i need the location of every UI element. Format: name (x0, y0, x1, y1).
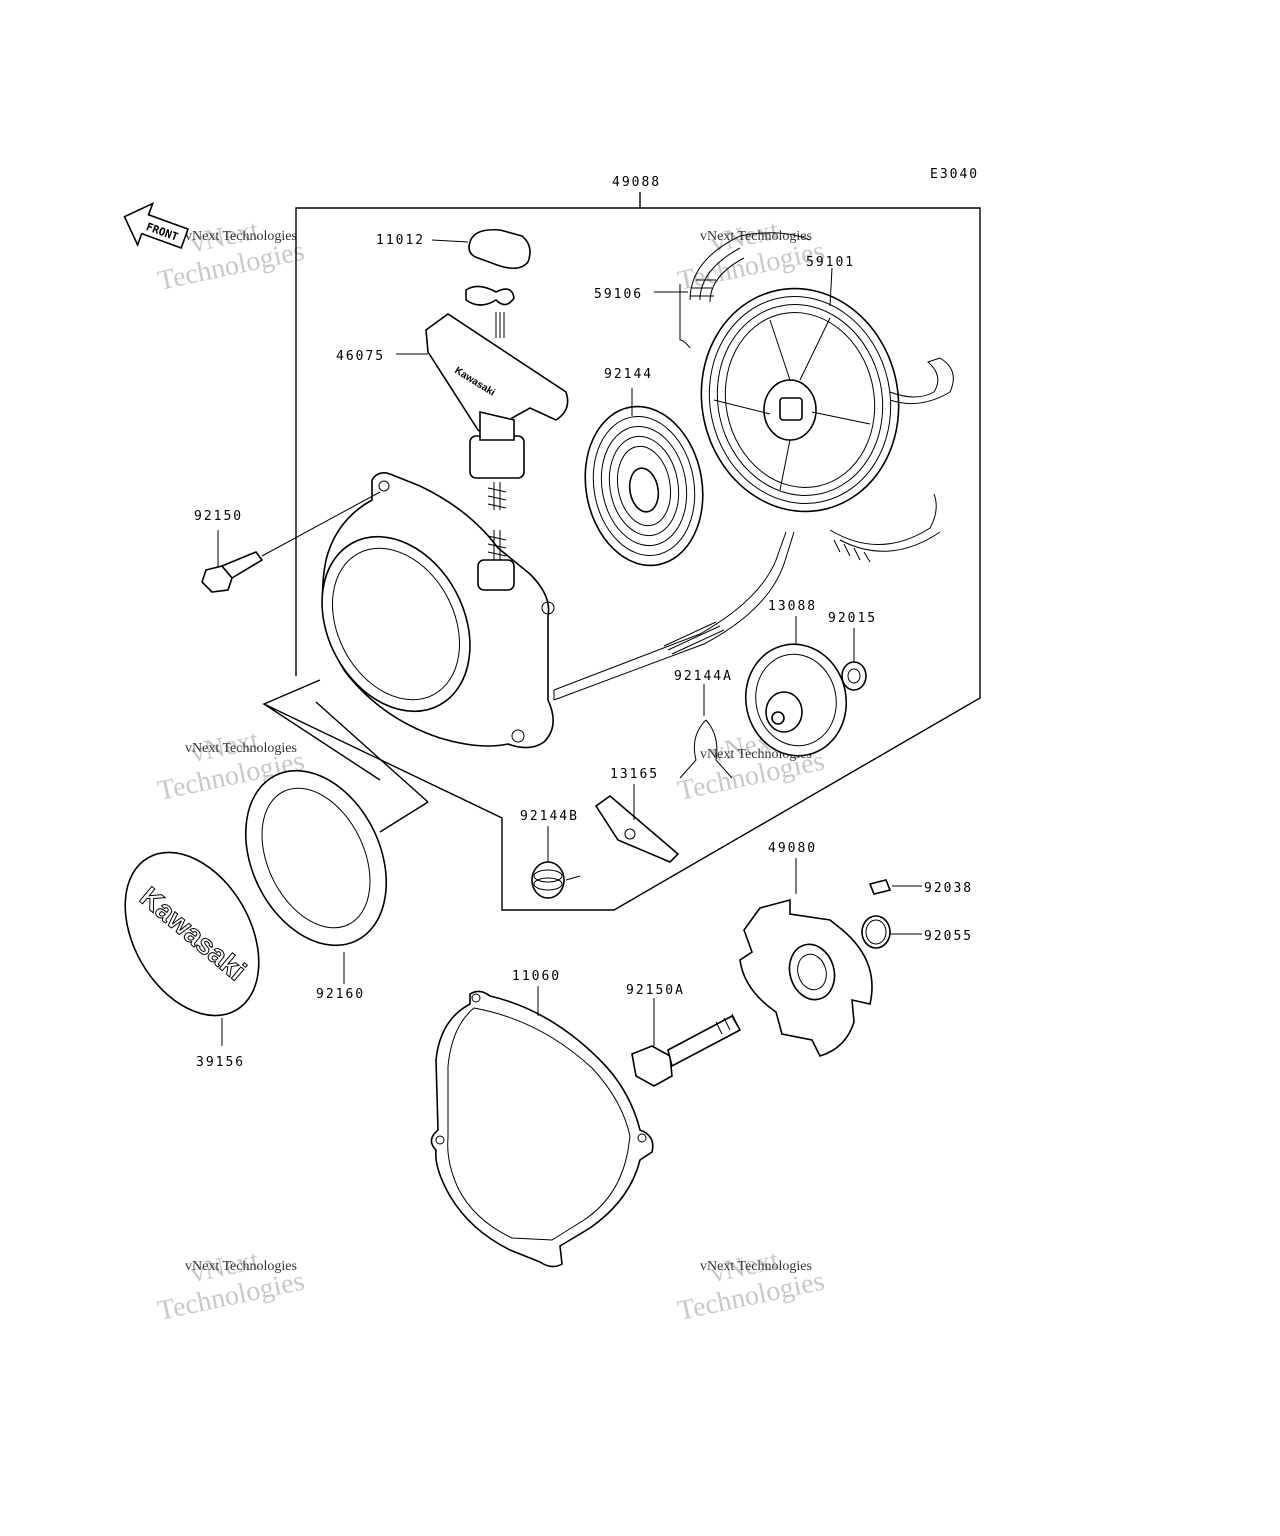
bolt-92150 (201, 491, 381, 593)
watermark-bottom-left: vNext Technologies (155, 1245, 307, 1327)
callout-59106: 59106 (594, 287, 643, 302)
svg-text:vNext Technologies: vNext Technologies (185, 229, 297, 244)
svg-text:vNext Technologies: vNext Technologies (185, 741, 297, 756)
diagram-code: E3040 (930, 167, 979, 182)
callout-92055: 92055 (924, 929, 973, 944)
bolt-92150A (631, 998, 742, 1087)
starter-handle-46075: Kawasaki (396, 285, 569, 510)
spiral-spring-92144 (584, 388, 704, 567)
drive-plate-49080 (739, 858, 873, 1057)
pulley-13088 (744, 616, 848, 757)
callout-92015: 92015 (828, 611, 877, 626)
callout-11012: 11012 (376, 233, 425, 248)
callout-13165: 13165 (610, 767, 659, 782)
svg-text:vNext Technologies: vNext Technologies (700, 229, 812, 244)
ratchet-13165 (594, 784, 680, 863)
callout-labels: 49088 11012 59106 59101 46075 92144 9215… (194, 175, 973, 1070)
callout-92150A: 92150A (626, 983, 685, 998)
starter-rope (553, 531, 795, 701)
handle-cap-11012 (431, 228, 531, 270)
nut-92015 (841, 628, 867, 691)
svg-text:vNext Technologies: vNext Technologies (185, 1259, 297, 1274)
cover-cap-39156: Kawasaki (124, 851, 260, 1046)
gasket-11060 (430, 986, 654, 1268)
callout-92160: 92160 (316, 987, 365, 1002)
callout-49088: 49088 (612, 175, 661, 190)
callout-92038: 92038 (924, 881, 973, 896)
callout-92150: 92150 (194, 509, 243, 524)
callout-46075: 46075 (336, 349, 385, 364)
spring-clip-92144A (679, 684, 733, 779)
recoil-housing (321, 472, 555, 749)
watermark-top-left: vNext Technologies (155, 215, 307, 297)
reel-59101 (679, 232, 954, 563)
svg-text:vNext Technologies: vNext Technologies (700, 1259, 812, 1274)
leader-lines (654, 267, 833, 307)
callout-13088: 13088 (768, 599, 817, 614)
key-92038 (868, 879, 922, 895)
callout-39156: 39156 (196, 1055, 245, 1070)
callout-92144A: 92144A (674, 669, 733, 684)
watermark-bottom-right: vNext Technologies (675, 1245, 827, 1327)
front-arrow-icon: FRONT (123, 201, 190, 249)
callout-49080: 49080 (768, 841, 817, 856)
callout-92144: 92144 (604, 367, 653, 382)
spring-92144B (531, 826, 581, 899)
o-ring-92055 (861, 915, 922, 949)
callout-11060: 11060 (512, 969, 561, 984)
assembly-bracket-49088 (262, 192, 981, 911)
gasket-ring-92160 (244, 769, 388, 984)
callout-92144B: 92144B (520, 809, 579, 824)
callout-59101: 59101 (806, 255, 855, 270)
